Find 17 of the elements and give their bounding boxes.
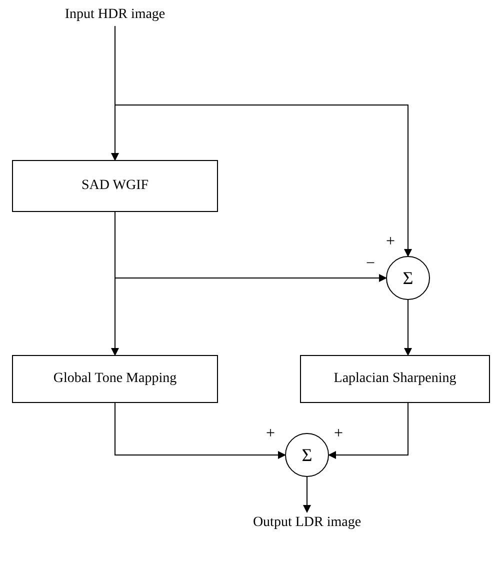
process-box: Laplacian Sharpening bbox=[300, 355, 490, 403]
arrow bbox=[303, 476, 311, 513]
output-label: Output LDR image bbox=[240, 512, 374, 534]
summation-circle: Σ bbox=[285, 433, 329, 477]
sign-label: + bbox=[386, 234, 396, 250]
summation-circle: Σ bbox=[386, 256, 430, 300]
process-box: Global Tone Mapping bbox=[12, 355, 218, 403]
arrow bbox=[114, 26, 412, 257]
sign-label: − bbox=[366, 256, 376, 272]
input-label: Input HDR image bbox=[55, 4, 175, 26]
arrow bbox=[404, 300, 412, 356]
sign-label: + bbox=[266, 426, 276, 442]
sign-label: + bbox=[334, 426, 344, 442]
arrow bbox=[111, 212, 119, 356]
arrow bbox=[328, 402, 408, 459]
arrow bbox=[114, 402, 286, 459]
process-box: SAD WGIF bbox=[12, 160, 218, 212]
